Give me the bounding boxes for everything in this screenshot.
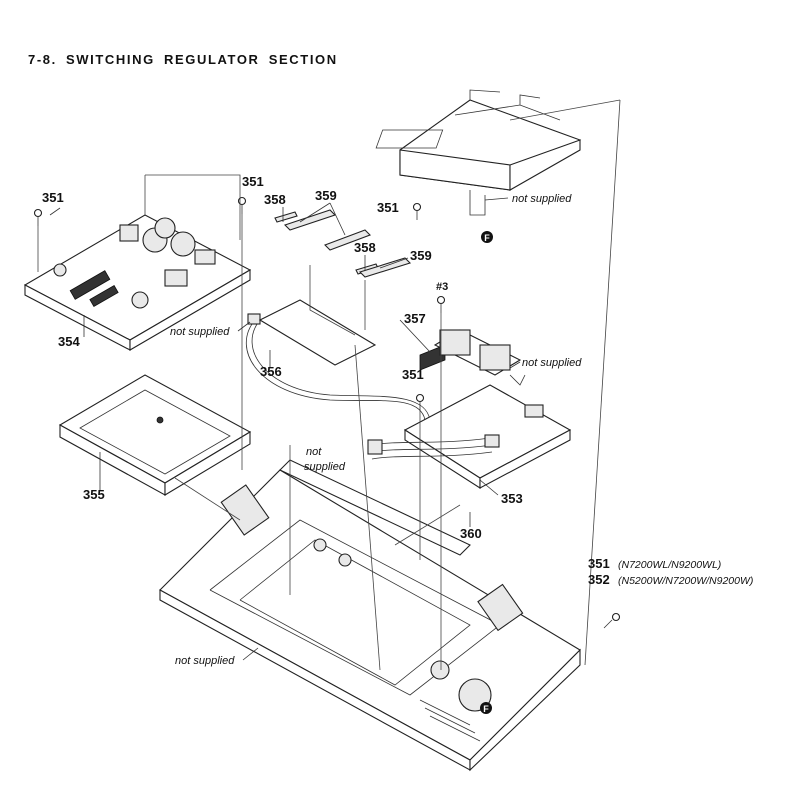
label-356: 356 (260, 364, 282, 379)
screw-351-b (237, 196, 247, 214)
label-359-b: 359 (410, 248, 432, 263)
note-not-supplied-right: not supplied (522, 357, 582, 369)
screw-352 (603, 612, 621, 629)
guide-lines (37, 99, 621, 671)
page-title: 7-8. SWITCHING REGULATOR SECTION (28, 52, 338, 67)
part-356-cable (245, 313, 431, 421)
marker-f-bottom: F (480, 702, 492, 714)
note-not-supplied-top: not supplied (512, 193, 572, 205)
svg-text:F: F (484, 233, 490, 243)
label-leaders (49, 202, 499, 527)
note-not-supplied-mid-1: not (306, 446, 322, 458)
screw-351-c (412, 202, 422, 220)
label-351-d: 351 (402, 367, 424, 382)
screws (33, 196, 621, 629)
svg-text:F: F (483, 704, 489, 714)
variant-352: (N5200W/N7200W/N9200W) (618, 575, 753, 587)
label-355: 355 (83, 487, 105, 502)
top-bracket (375, 89, 621, 216)
label-357: 357 (404, 311, 426, 326)
variant-351: (N7200WL/N9200WL) (618, 559, 721, 571)
label-353: 353 (501, 491, 523, 506)
label-351-b: 351 (242, 174, 264, 189)
note-not-supplied-mid-2: supplied (304, 461, 346, 473)
note-not-supplied-bottom: not supplied (175, 655, 235, 667)
right-bracket (433, 329, 526, 386)
notes: not supplied not supplied not supplied n… (170, 193, 582, 667)
part-354-board (23, 214, 252, 351)
part-353-board (367, 384, 572, 490)
screw-351-d (415, 393, 425, 411)
screw-351-a (33, 208, 43, 226)
label-358-b: 358 (354, 240, 376, 255)
main-chassis (159, 459, 581, 772)
label-screw-3: #3 (436, 281, 448, 293)
label-352-variant: 352 (588, 572, 610, 587)
part-labels: 351 351 351 351 354 358 358 359 359 357 … (42, 174, 610, 587)
part-355-tray (58, 374, 252, 496)
label-354: 354 (58, 334, 80, 349)
label-351-variant: 351 (588, 556, 610, 571)
label-351-c: 351 (377, 200, 399, 215)
screw-3 (436, 295, 446, 313)
variant-notes: (N7200WL/N9200WL) (N5200W/N7200W/N9200W) (618, 559, 753, 587)
part-357-flat-cables (258, 209, 446, 371)
marker-f-top: F (481, 231, 493, 243)
label-351-a: 351 (42, 190, 64, 205)
label-360: 360 (460, 526, 482, 541)
label-359-a: 359 (315, 188, 337, 203)
note-not-supplied-connector: not supplied (170, 326, 230, 338)
label-358-a: 358 (264, 192, 286, 207)
